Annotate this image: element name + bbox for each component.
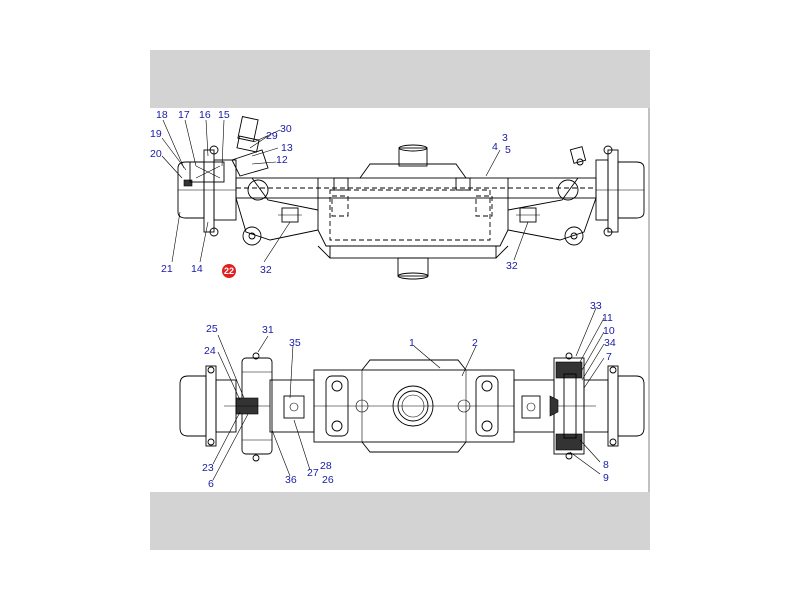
callout-22: 22 (224, 266, 234, 276)
callout-19: 19 (150, 128, 162, 140)
leader-lines (161, 119, 605, 481)
callout-3: 3 (502, 132, 508, 144)
callout-12: 12 (276, 154, 288, 166)
callout-33: 33 (590, 300, 602, 312)
callout-13: 13 (281, 142, 293, 154)
callout-5: 5 (505, 144, 511, 156)
callout-2: 2 (472, 337, 478, 349)
axle-plan-view (179, 352, 645, 462)
callout-16: 16 (199, 109, 211, 121)
callout-32-left: 32 (260, 264, 272, 276)
top-gray-band (150, 50, 650, 108)
callout-22-highlight: 22 (222, 264, 236, 278)
callout-17: 17 (178, 109, 190, 121)
callout-8: 8 (603, 459, 609, 471)
callout-20: 20 (150, 148, 162, 160)
bottom-gray-band (150, 492, 650, 550)
callout-32-right: 32 (506, 260, 518, 272)
callout-35: 35 (289, 337, 301, 349)
callout-4: 4 (492, 141, 498, 153)
callout-21: 21 (161, 263, 173, 275)
callout-26: 26 (322, 474, 334, 486)
callout-23: 23 (202, 462, 214, 474)
callout-25: 25 (206, 323, 218, 335)
callout-28: 28 (320, 460, 332, 472)
diagram-frame (150, 108, 650, 492)
callout-7: 7 (606, 351, 612, 363)
frame-edge (648, 108, 650, 492)
callout-27: 27 (307, 467, 319, 479)
callout-36: 36 (285, 474, 297, 486)
callout-30: 30 (280, 123, 292, 135)
axle-side-view (177, 116, 645, 280)
callout-15: 15 (218, 109, 230, 121)
callout-labels: 18 17 16 15 19 20 30 29 13 12 3 4 5 21 1… (150, 109, 616, 490)
callout-18: 18 (156, 109, 168, 121)
callout-1: 1 (409, 337, 415, 349)
callout-34: 34 (604, 337, 616, 349)
callout-14: 14 (191, 263, 203, 275)
callout-9: 9 (603, 472, 609, 484)
callout-29: 29 (266, 130, 278, 142)
callout-31: 31 (262, 324, 274, 336)
callout-10: 10 (603, 325, 615, 337)
callout-11: 11 (602, 312, 613, 324)
callout-24: 24 (204, 345, 216, 357)
callout-6: 6 (208, 478, 214, 490)
